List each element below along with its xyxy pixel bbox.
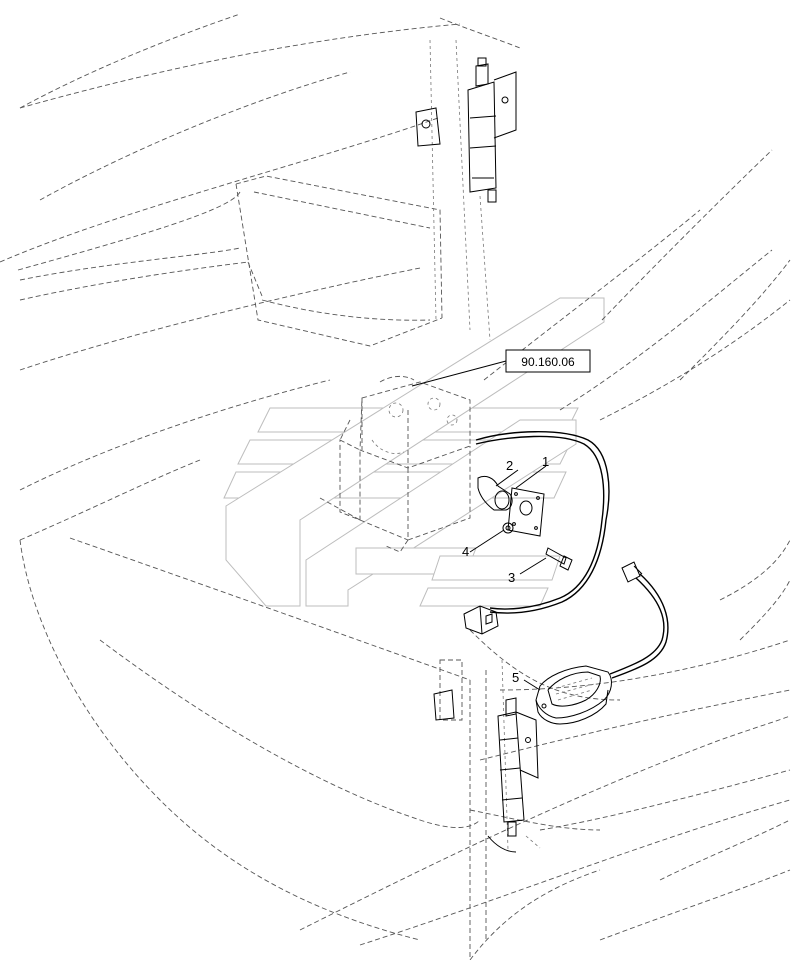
switch-boot — [477, 475, 513, 511]
cable-harness — [463, 431, 610, 635]
callout-4: 4 — [462, 544, 469, 559]
callout-5: 5 — [512, 670, 519, 685]
reference-box — [411, 349, 591, 387]
watermark-logo — [223, 297, 605, 607]
foot-pedal — [535, 561, 669, 725]
screw — [545, 547, 573, 571]
joystick-console — [319, 375, 471, 553]
reference-label: 90.160.06 — [521, 355, 575, 369]
callout-2: 2 — [506, 458, 513, 473]
callout-3: 3 — [508, 570, 515, 585]
upper-door-hinge — [415, 39, 517, 341]
lower-door-hinge — [433, 659, 541, 853]
leader-lines — [469, 465, 547, 691]
callout-1: 1 — [542, 454, 549, 469]
mounting-plate — [502, 487, 545, 537]
cab-outline — [0, 13, 791, 960]
